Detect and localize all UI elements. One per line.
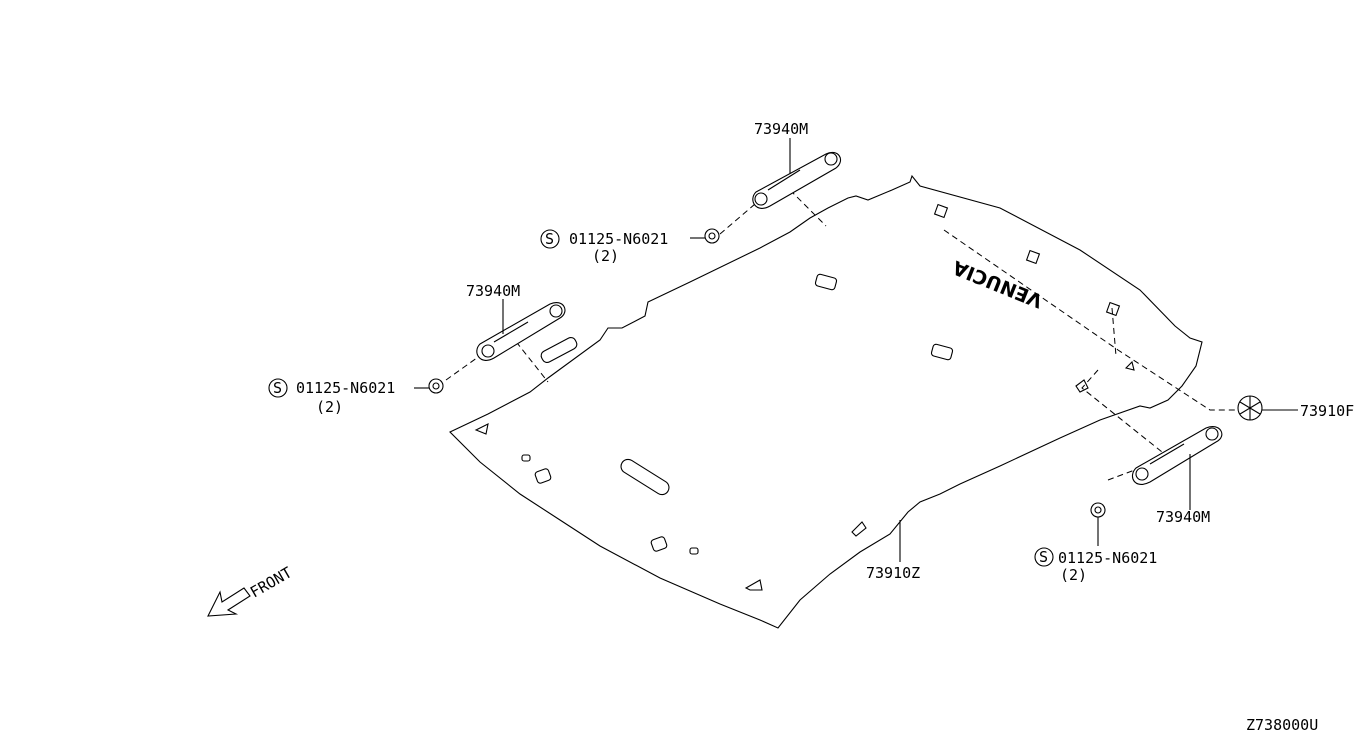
front-arrow-icon — [207, 587, 251, 617]
circled-s-icon: S — [540, 229, 560, 249]
label-headlining: 73910Z — [866, 564, 920, 582]
screw-top[interactable] — [690, 228, 720, 244]
label-screw-top: 01125-N6021 — [569, 230, 668, 248]
label-screw-right: 01125-N6021 — [1058, 549, 1157, 567]
front-label: FRONT — [247, 563, 295, 601]
svg-text:S: S — [545, 230, 554, 248]
assist-grip-top[interactable] — [752, 151, 841, 209]
circled-s-icon: S — [1034, 547, 1054, 567]
label-clip: 73910F — [1300, 402, 1354, 420]
assist-grip-left[interactable] — [476, 302, 566, 361]
label-assist-grip-top: 73940M — [754, 120, 808, 138]
clip-part[interactable] — [1237, 395, 1298, 421]
diagram-code: Z738000U — [1246, 716, 1318, 734]
svg-text:S: S — [273, 379, 282, 397]
screw-right[interactable] — [1090, 502, 1106, 546]
assist-grip-right[interactable] — [1132, 426, 1223, 485]
screw-left[interactable] — [414, 378, 444, 394]
venucia-print: VENUCIA — [950, 256, 1046, 312]
connection-lines — [445, 189, 1236, 481]
label-assist-grip-left: 73940M — [466, 282, 520, 300]
label-screw-left-qty: (2) — [316, 398, 343, 416]
svg-text:S: S — [1039, 548, 1048, 566]
circled-s-icon: S — [268, 378, 288, 398]
label-screw-left: 01125-N6021 — [296, 379, 395, 397]
label-assist-grip-right: 73940M — [1156, 508, 1210, 526]
label-screw-right-qty: (2) — [1060, 566, 1087, 584]
label-screw-top-qty: (2) — [592, 247, 619, 265]
